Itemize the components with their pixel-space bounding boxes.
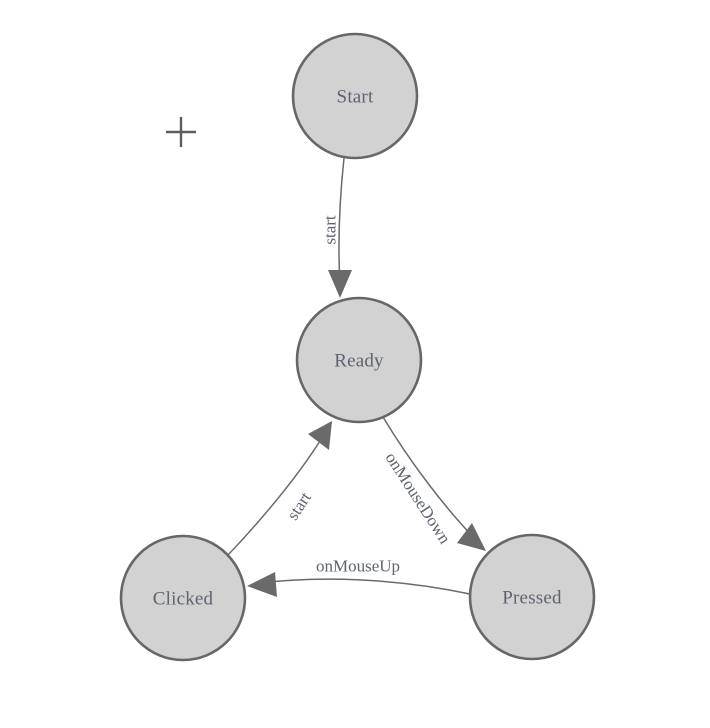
arrowhead-ready-to-pressed — [457, 523, 486, 551]
edge-label-start-to-ready: start — [321, 215, 340, 245]
node-start-circle[interactable] — [291, 32, 419, 160]
node-pressed-circle[interactable] — [468, 533, 596, 661]
node-clicked-label: Clicked — [153, 589, 214, 610]
nodes-layer: Start Ready Clicked Pressed — [119, 32, 596, 662]
node-ready-circle[interactable] — [295, 296, 423, 424]
node-pressed[interactable]: Pressed — [468, 533, 596, 661]
edge-label-pressed-to-clicked: onMouseUp — [316, 557, 400, 576]
edge-path-clicked-to-ready — [227, 432, 326, 556]
edge-path-pressed-to-clicked — [259, 578, 471, 595]
edge-path-start-to-ready — [338, 157, 345, 286]
edge-label-clicked-to-ready: start — [283, 488, 315, 523]
node-pressed-label: Pressed — [502, 588, 562, 609]
node-clicked-circle[interactable] — [119, 534, 247, 662]
edge-pressed-to-clicked[interactable]: onMouseUp — [247, 557, 471, 598]
node-ready-label: Ready — [334, 351, 384, 372]
node-start[interactable]: Start — [291, 32, 419, 160]
arrowhead-pressed-to-clicked — [247, 572, 277, 597]
edge-path-ready-to-pressed — [382, 416, 478, 542]
edge-start-to-ready[interactable]: start — [321, 157, 353, 298]
edge-label-ready-to-pressed: onMouseDown — [381, 449, 454, 548]
node-start-label: Start — [337, 87, 374, 108]
node-clicked[interactable]: Clicked — [119, 534, 247, 662]
arrowhead-clicked-to-ready — [308, 421, 332, 450]
arrowhead-start-to-ready — [328, 270, 352, 298]
edge-ready-to-pressed[interactable]: onMouseDown — [381, 416, 486, 551]
edge-clicked-to-ready[interactable]: start — [227, 421, 332, 556]
crosshair-icon[interactable] — [166, 117, 196, 147]
node-ready[interactable]: Ready — [295, 296, 423, 424]
